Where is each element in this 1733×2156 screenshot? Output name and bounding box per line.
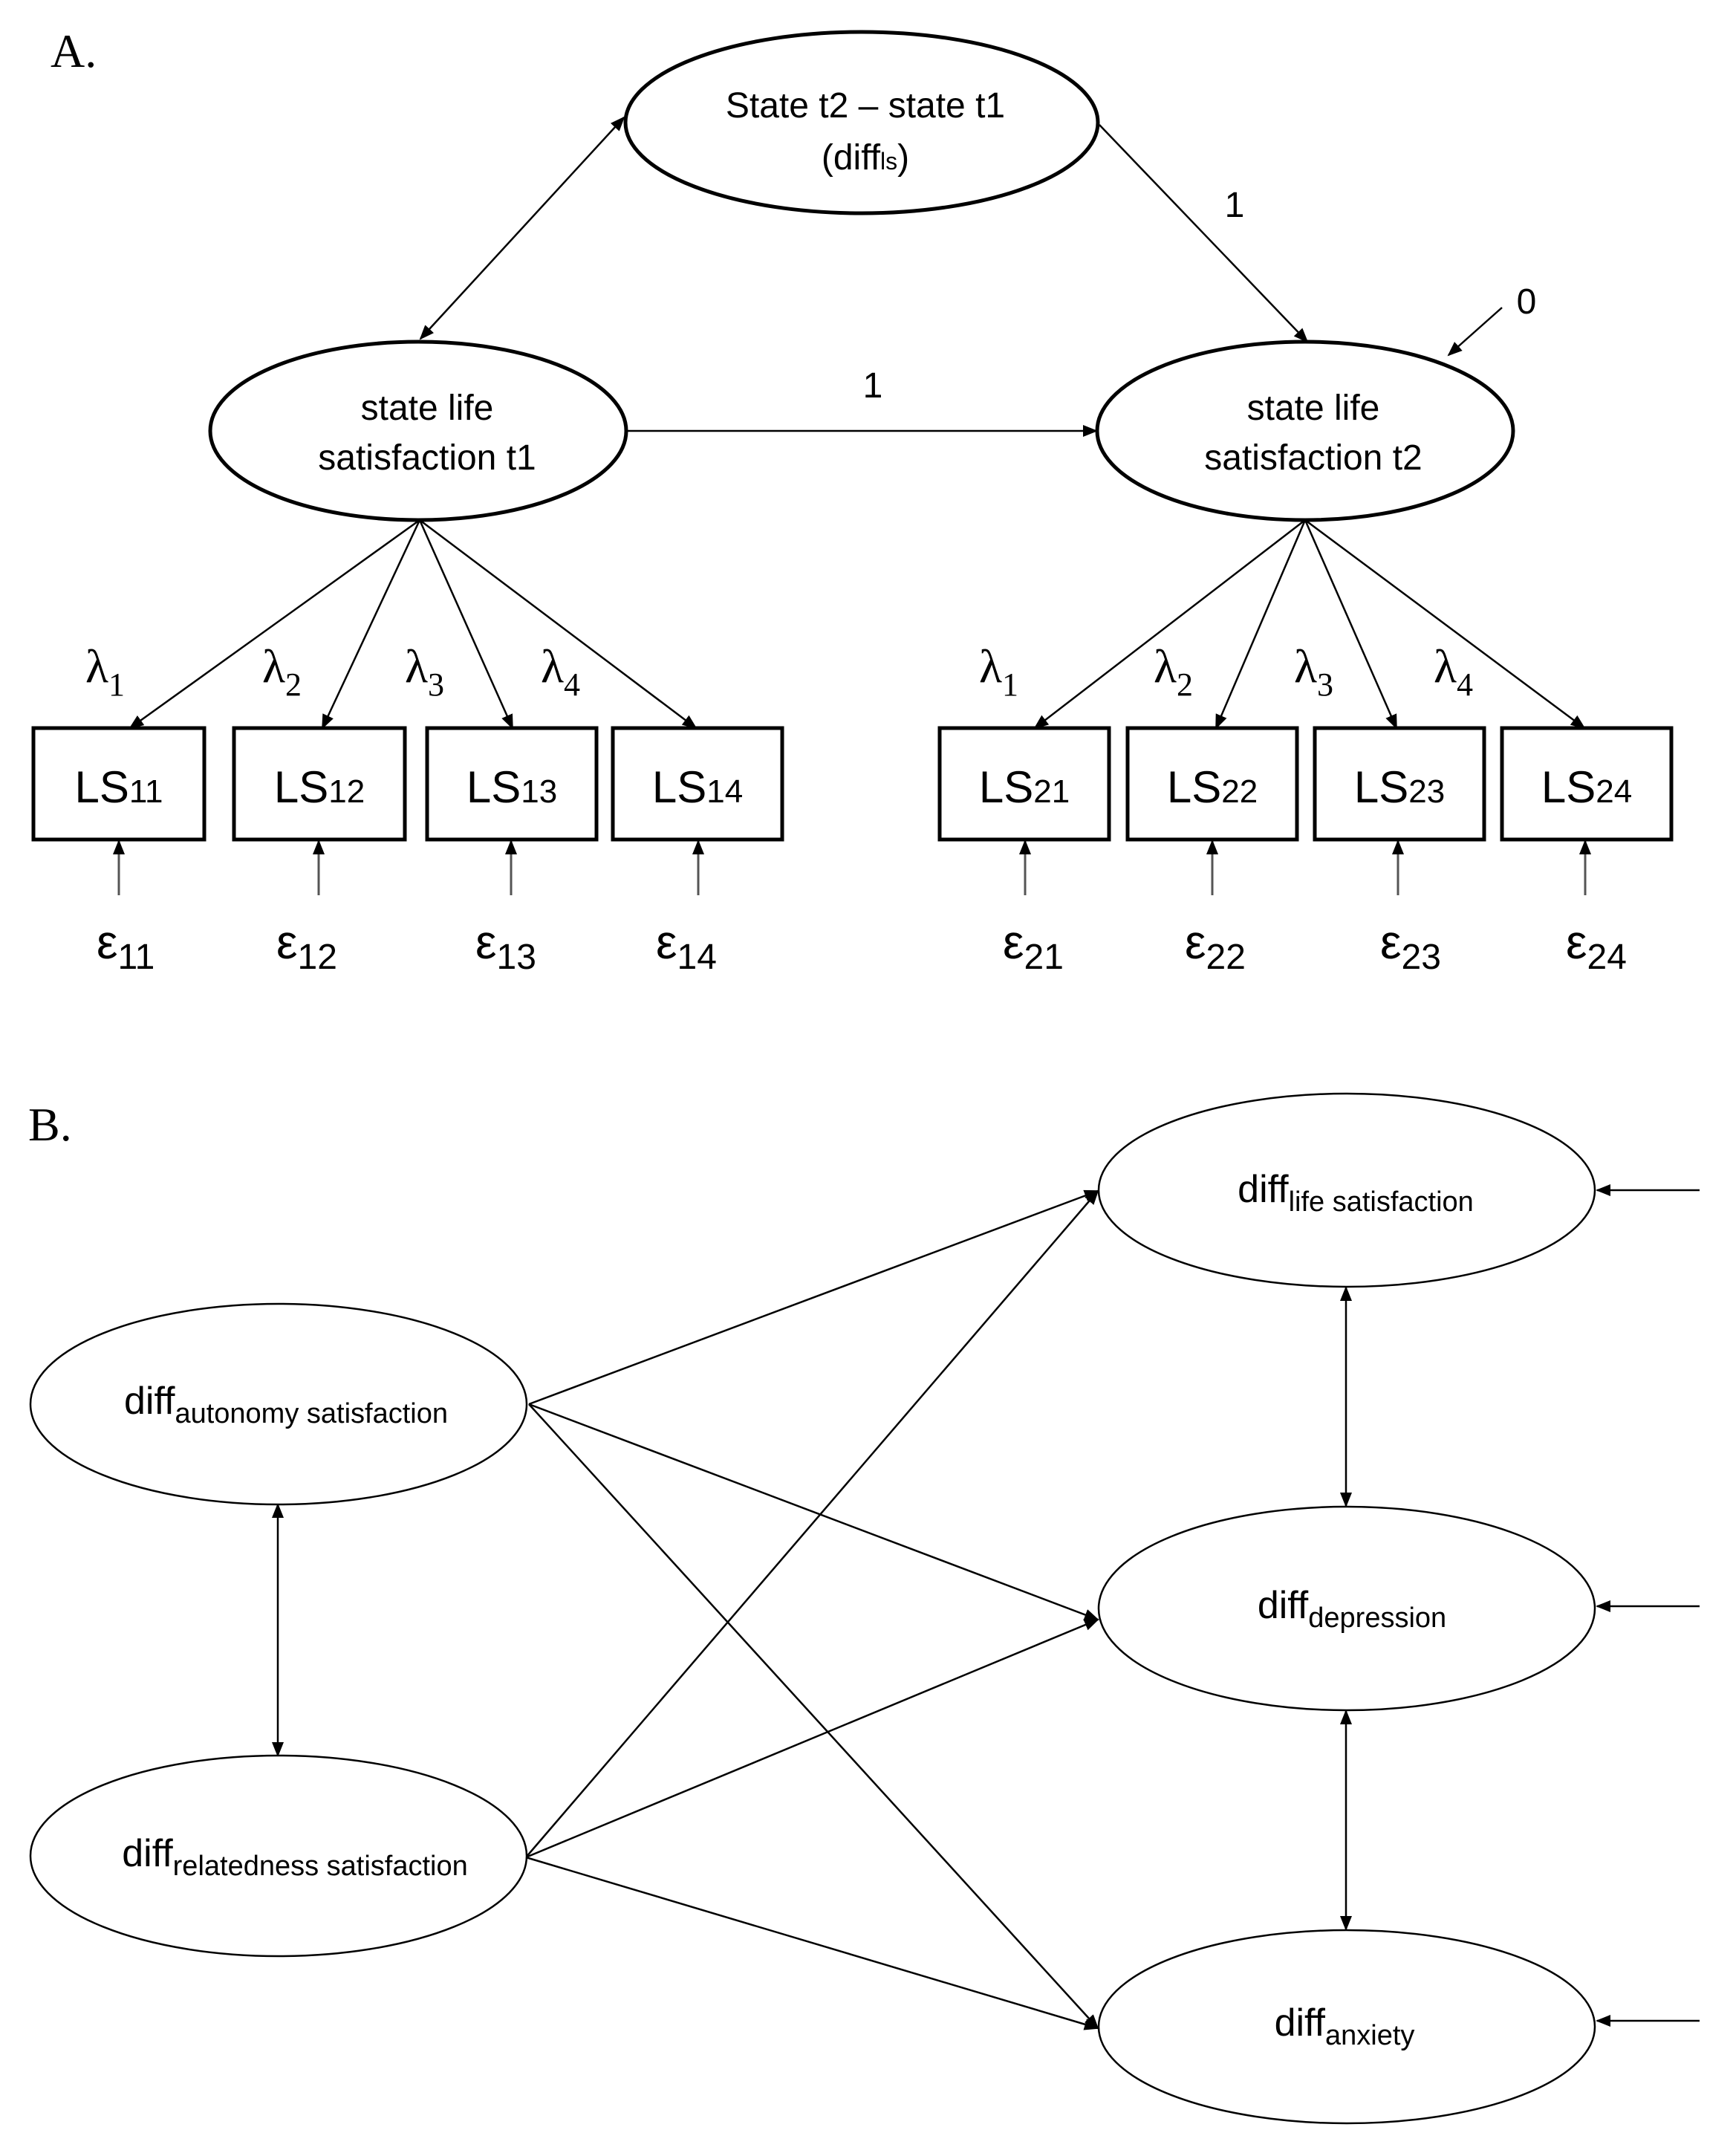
path-autonomy-life: [528, 1189, 1099, 1406]
error-label-12: ε12: [276, 915, 337, 977]
svg-text:state life: state life: [361, 389, 494, 428]
path-label-t1-t2: 1: [863, 366, 883, 406]
loading-t1-ls14: [419, 519, 698, 730]
svg-text:LS23: LS23: [1354, 762, 1445, 812]
svg-text:diffautonomy satisfaction: diffautonomy satisfaction: [124, 1380, 448, 1429]
svg-text:diffdepression: diffdepression: [1258, 1584, 1446, 1634]
svg-text:satisfaction t1: satisfaction t1: [318, 438, 536, 478]
covariance-diff-t1: [419, 116, 625, 340]
svg-text:State t2 – state t1: State t2 – state t1: [726, 86, 1005, 126]
loading-label-t2-4: λ4: [1434, 640, 1473, 703]
loading-label-t1-3: λ3: [405, 640, 444, 703]
error-label-24: ε24: [1566, 915, 1627, 977]
svg-text:LS24: LS24: [1541, 762, 1632, 812]
svg-text:difflife satisfaction: difflife satisfaction: [1238, 1168, 1474, 1218]
svg-text:LS14: LS14: [652, 762, 743, 812]
indicator-ls22: LS22: [1125, 726, 1299, 842]
svg-text:LS11: LS11: [74, 762, 163, 812]
error-label-21: ε21: [1003, 915, 1064, 977]
error-label-14: ε14: [656, 915, 717, 977]
svg-text:diffrelatedness satisfaction: diffrelatedness satisfaction: [122, 1832, 468, 1882]
indicator-ls12: LS12: [232, 726, 407, 842]
error-label-22: ε22: [1185, 915, 1246, 977]
diff-anxiety: diffanxiety: [1097, 1929, 1596, 2125]
residual-arrow-t2: [1447, 307, 1503, 357]
svg-text:LS21: LS21: [979, 762, 1070, 812]
loading-t2-ls22: [1215, 519, 1307, 730]
loading-t1-ls11: [129, 519, 420, 730]
indicator-ls11: LS11: [31, 726, 207, 842]
indicator-ls21: LS21: [937, 726, 1111, 842]
indicator-ls23: LS23: [1313, 726, 1486, 842]
indicator-ls14: LS14: [611, 726, 784, 842]
diff-depression: diffdepression: [1097, 1505, 1596, 1712]
indicator-ls24: LS24: [1500, 726, 1674, 842]
loading-label-t2-1: λ1: [979, 640, 1018, 703]
path-autonomy-anxiety: [528, 1403, 1099, 2030]
panel-b-label: B.: [28, 1098, 72, 1151]
residual-label-t2: 0: [1517, 282, 1537, 322]
loading-t2-ls21: [1033, 519, 1306, 730]
svg-text:LS22: LS22: [1167, 762, 1258, 812]
path-diff-to-t2: [1099, 124, 1309, 343]
loading-t2-ls24: [1304, 519, 1586, 730]
diff-autonomy-satisfaction: diffautonomy satisfaction: [29, 1302, 528, 1506]
loading-label-t1-2: λ2: [262, 640, 302, 703]
state-life-satisfaction-t2: state life satisfaction t2: [1095, 340, 1515, 522]
svg-text:LS12: LS12: [274, 762, 365, 812]
svg-text:diffanxiety: diffanxiety: [1275, 2001, 1415, 2051]
svg-text:satisfaction t2: satisfaction t2: [1204, 438, 1422, 478]
error-label-13: ε13: [475, 915, 536, 977]
error-label-11: ε11: [97, 915, 155, 977]
loading-t2-ls23: [1304, 519, 1398, 730]
loading-t1-ls12: [321, 519, 421, 730]
loading-label-t1-1: λ1: [85, 640, 125, 703]
svg-text:(diffls): (diffls): [822, 138, 909, 178]
loading-label-t1-4: λ4: [541, 640, 580, 703]
diff-life-satisfaction: difflife satisfaction: [1097, 1092, 1596, 1288]
path-relatedness-depression: [525, 1618, 1099, 1859]
loading-label-t2-2: λ2: [1154, 640, 1193, 703]
svg-text:LS13: LS13: [466, 762, 557, 812]
indicator-ls13: LS13: [425, 726, 599, 842]
path-relatedness-anxiety: [525, 1856, 1099, 2030]
path-relatedness-life: [525, 1189, 1099, 1858]
loading-label-t2-3: λ3: [1294, 640, 1333, 703]
diff-relatedness-satisfaction: diffrelatedness satisfaction: [29, 1754, 528, 1958]
path-autonomy-depression: [528, 1403, 1099, 1621]
state-life-satisfaction-t1: state life satisfaction t1: [208, 340, 628, 522]
path-label-diff-t2: 1: [1225, 186, 1245, 225]
diff-ls-node: State t2 – state t1 (diffls): [623, 30, 1100, 215]
svg-text:state life: state life: [1247, 389, 1380, 428]
panel-a-label: A.: [51, 25, 97, 77]
loading-t1-ls13: [418, 519, 514, 730]
error-label-23: ε23: [1380, 915, 1441, 977]
